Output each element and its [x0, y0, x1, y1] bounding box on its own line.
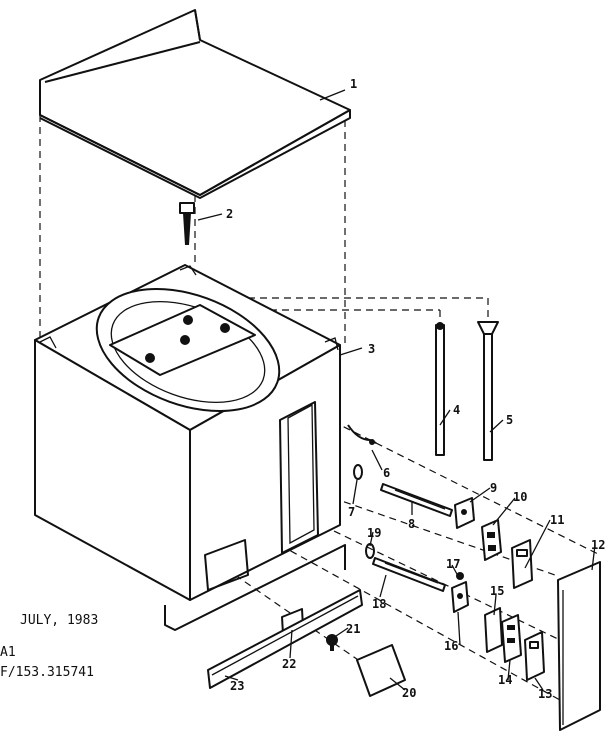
part-13-bracket — [524, 631, 545, 681]
part-17-screw — [456, 572, 464, 580]
part-7-ring — [353, 464, 363, 480]
part-3-cabinet — [34, 264, 346, 631]
part-12-side-panel — [557, 561, 601, 731]
callout-7: 7 — [348, 505, 355, 519]
part-1-top-panel — [39, 9, 351, 199]
callout-8: 8 — [408, 517, 415, 531]
part-14-switch — [501, 614, 522, 663]
footer-code: A1 — [0, 645, 16, 660]
part-8-element — [380, 483, 453, 517]
callout-9: 9 — [490, 481, 497, 495]
footer: JULY, 1983 A1 F/153.315741 — [0, 613, 98, 680]
part-21-knob — [326, 634, 338, 651]
leader-lines — [197, 89, 596, 691]
callout-3: 3 — [368, 342, 375, 356]
callout-6: 6 — [383, 466, 390, 480]
part-18-element — [372, 557, 446, 592]
part-2-screw — [179, 202, 195, 245]
callout-4: 4 — [453, 403, 460, 417]
part-4-rod — [435, 322, 445, 456]
callout-17: 17 — [446, 557, 460, 571]
part-23-toe-panel — [207, 589, 363, 689]
callout-1: 1 — [350, 77, 357, 91]
callout-2: 2 — [226, 207, 233, 221]
callout-18: 18 — [372, 597, 386, 611]
callout-16: 16 — [444, 639, 458, 653]
callout-21: 21 — [346, 622, 360, 636]
callout-23: 23 — [230, 679, 244, 693]
callout-13: 13 — [538, 687, 552, 701]
part-11-bracket — [511, 539, 533, 589]
part-19-ring — [365, 543, 375, 559]
callout-12: 12 — [591, 538, 605, 552]
callout-20: 20 — [402, 686, 416, 700]
callout-14: 14 — [498, 673, 512, 687]
footer-ref: F/153.315741 — [0, 665, 94, 680]
callout-10: 10 — [513, 490, 527, 504]
callout-22: 22 — [282, 657, 296, 671]
callout-19: 19 — [367, 526, 381, 540]
part-20-cover-plate — [356, 644, 406, 697]
callout-11: 11 — [550, 513, 564, 527]
part-16-bracket — [451, 581, 469, 613]
part-9-bracket — [454, 497, 475, 529]
callouts: 1 2 3 4 5 6 7 8 9 10 11 12 13 14 15 16 1… — [226, 77, 605, 701]
part-6-clip — [347, 424, 377, 445]
part-5-rod — [477, 321, 499, 461]
part-10-switch — [481, 519, 502, 561]
callout-15: 15 — [490, 584, 504, 598]
callout-5: 5 — [506, 413, 513, 427]
footer-date: JULY, 1983 — [20, 613, 98, 628]
